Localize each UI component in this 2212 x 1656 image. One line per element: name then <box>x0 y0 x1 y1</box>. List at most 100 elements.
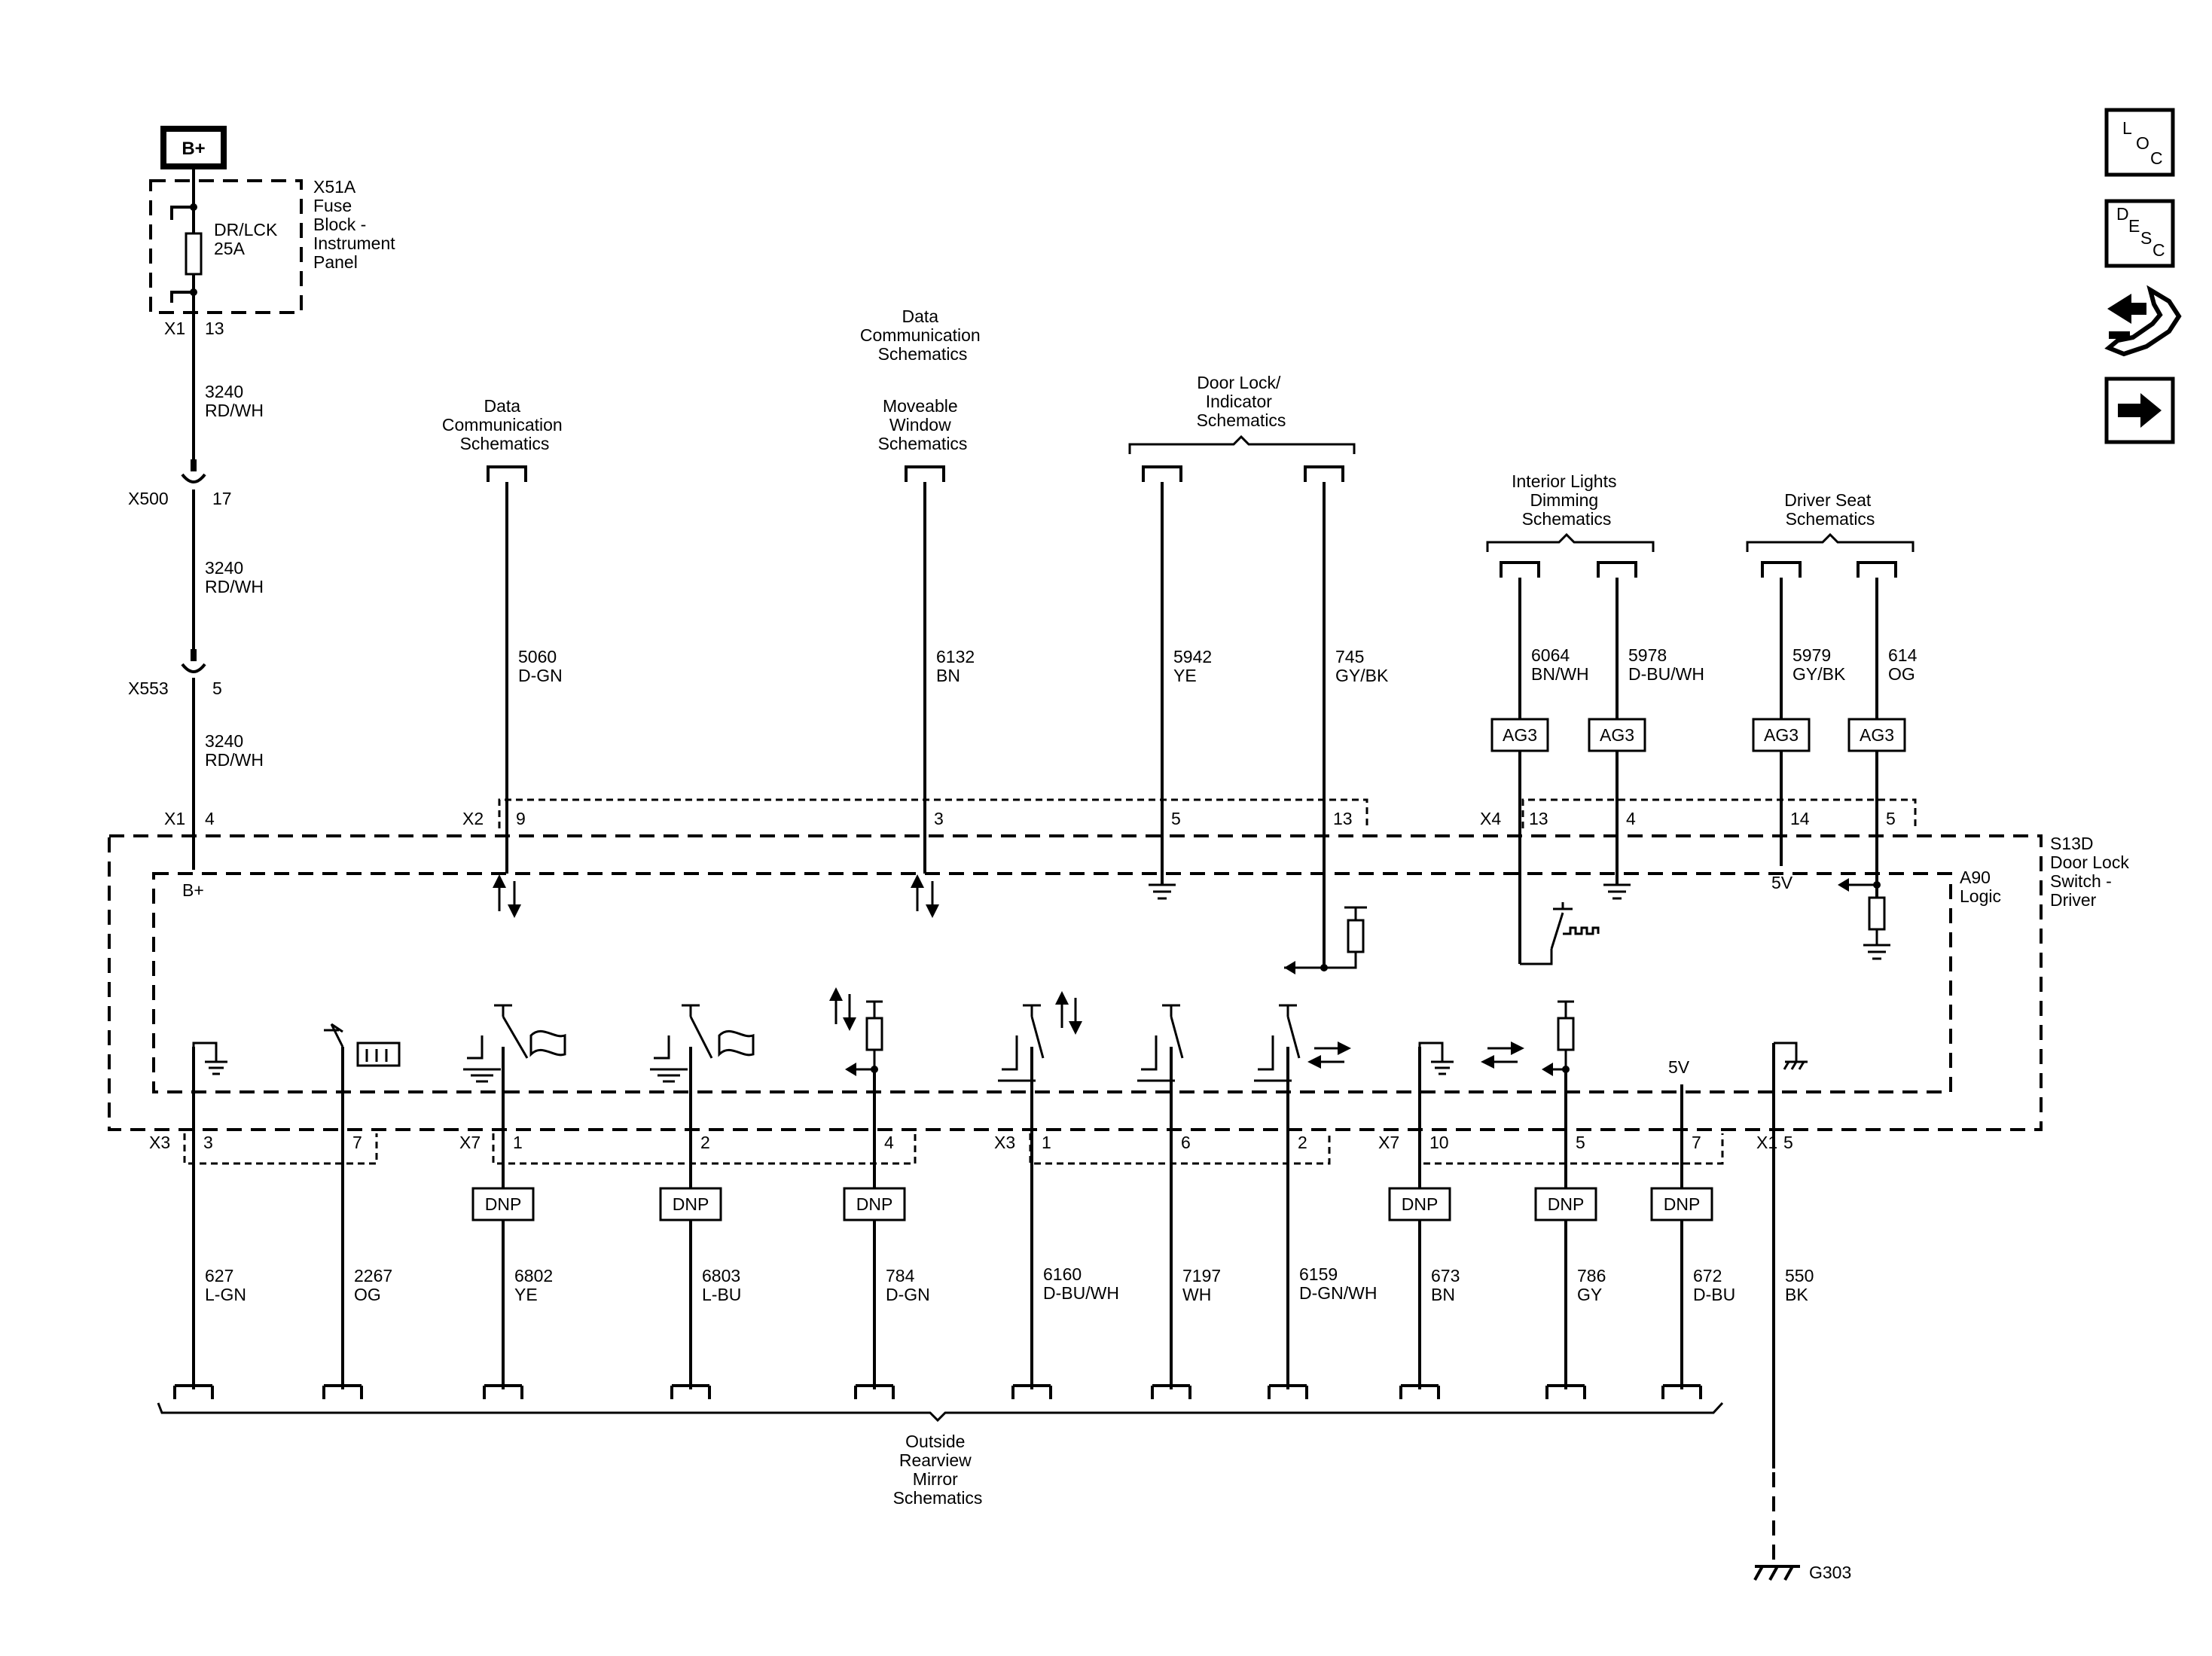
bidirectional-data-icon <box>493 874 521 918</box>
top-terminal <box>905 465 945 482</box>
pin-627: 3 <box>203 1133 213 1152</box>
top-terminal <box>1857 561 1897 578</box>
ground-icon <box>192 1041 227 1075</box>
ag3-tag: AG3 <box>1752 718 1811 752</box>
heated-mirror-switch-icon <box>324 1023 401 1067</box>
pin-614: 5 <box>1886 809 1896 828</box>
ground-icon <box>1418 1041 1454 1075</box>
ag3-tag: AG3 <box>1490 718 1549 752</box>
fuse-connector-pin: 13 <box>205 319 224 338</box>
svg-text:S: S <box>2140 228 2152 248</box>
svg-text:DNP: DNP <box>1548 1194 1585 1214</box>
svg-text:DNP: DNP <box>1664 1194 1701 1214</box>
x7b-connector-name: X7 <box>1378 1133 1399 1152</box>
ref-interior-lights: Interior Lights Dimming Schematics <box>1512 471 1622 529</box>
x4-connector-name: X4 <box>1480 809 1501 828</box>
chassis-ground-icon <box>1774 1041 1808 1070</box>
battery-label: B+ <box>182 139 205 159</box>
pin-6160: 1 <box>1042 1133 1051 1152</box>
inline-x553-name: X553 <box>128 679 169 698</box>
connector-pinout-icon[interactable] <box>2104 285 2182 357</box>
top-terminal <box>1304 465 1344 482</box>
svg-text:DNP: DNP <box>673 1194 709 1214</box>
pull-down-input-icon <box>1838 878 1890 960</box>
x2-connector-outline <box>498 798 1368 828</box>
x3b-connector-name: X3 <box>994 1133 1015 1152</box>
battery-source: B+ <box>160 126 227 169</box>
entry-connector-name: X1 <box>164 809 185 828</box>
five-volt-label-top: 5V <box>1771 873 1793 892</box>
x7b-connector-outline <box>1418 1133 1724 1165</box>
x3a-connector-outline <box>183 1133 378 1165</box>
fuse-symbol <box>170 166 203 331</box>
svg-text:AG3: AG3 <box>1764 725 1799 745</box>
top-terminal <box>1597 561 1637 578</box>
svg-text:AG3: AG3 <box>1600 725 1634 745</box>
dnp-tag: DNP <box>843 1187 906 1221</box>
x7a-connector-name: X7 <box>459 1133 481 1152</box>
pin-6132: 3 <box>934 809 944 828</box>
leftright-motor-signal-icon <box>1481 1000 1575 1076</box>
x3b-connector-outline <box>1029 1133 1331 1165</box>
svg-text:DNP: DNP <box>856 1194 893 1214</box>
fuse-block-label: X51A Fuse Block - Instrument Panel <box>313 177 400 272</box>
loc-icon[interactable]: L O C <box>2104 108 2175 177</box>
mirror-leftright-switch-icon <box>1254 1004 1351 1082</box>
desc-icon[interactable]: D E S C <box>2104 199 2175 268</box>
inline-x500-pin: 17 <box>212 489 232 508</box>
ref-outside-mirror: Outside Rearview Mirror Schematics <box>893 1432 983 1508</box>
mirror-select-switch-icon <box>463 1004 566 1083</box>
svg-text:C: C <box>2150 148 2163 168</box>
entry-connector-pin: 4 <box>205 809 215 828</box>
mirror-select-switch-icon <box>650 1004 755 1083</box>
ground-icon <box>1149 883 1176 900</box>
ref-moveable-window: Moveable Window Schematics <box>878 396 968 453</box>
ref-data-comm-mid: Data Communication Schematics <box>860 306 985 364</box>
top-terminal <box>487 465 527 482</box>
pin-2267: 7 <box>352 1133 362 1152</box>
brace-interior-lights <box>1486 532 1655 552</box>
internal-bplus-label: B+ <box>182 880 204 900</box>
dnp-tag: DNP <box>659 1187 722 1221</box>
svg-text:D: D <box>2116 204 2129 224</box>
pull-up-resistor-icon <box>1284 906 1367 974</box>
chassis-ground-g303-icon <box>1753 1565 1800 1581</box>
pin-5979: 14 <box>1790 809 1810 828</box>
top-terminal <box>1142 465 1182 482</box>
pin-5942: 5 <box>1171 809 1181 828</box>
fuse-label: DR/LCK 25A <box>214 220 282 258</box>
svg-text:L: L <box>2122 118 2132 138</box>
top-terminal <box>1500 561 1540 578</box>
ag3-tag: AG3 <box>1588 718 1646 752</box>
x2-connector-name: X2 <box>462 809 484 828</box>
ref-driver-seat: Driver Seat Schematics <box>1784 490 1875 529</box>
brace-driver-seat <box>1746 532 1915 552</box>
pin-672: 7 <box>1692 1133 1701 1152</box>
next-arrow-icon[interactable] <box>2104 377 2175 444</box>
svg-text:DNP: DNP <box>1402 1194 1439 1214</box>
pin-6064: 13 <box>1529 809 1548 828</box>
x3a-connector-name: X3 <box>149 1133 170 1152</box>
svg-text:O: O <box>2136 133 2149 153</box>
brace-outside-mirror <box>157 1401 1724 1423</box>
a90-logic-label: A90 Logic <box>1960 868 2001 906</box>
pin-6159: 2 <box>1298 1133 1307 1152</box>
